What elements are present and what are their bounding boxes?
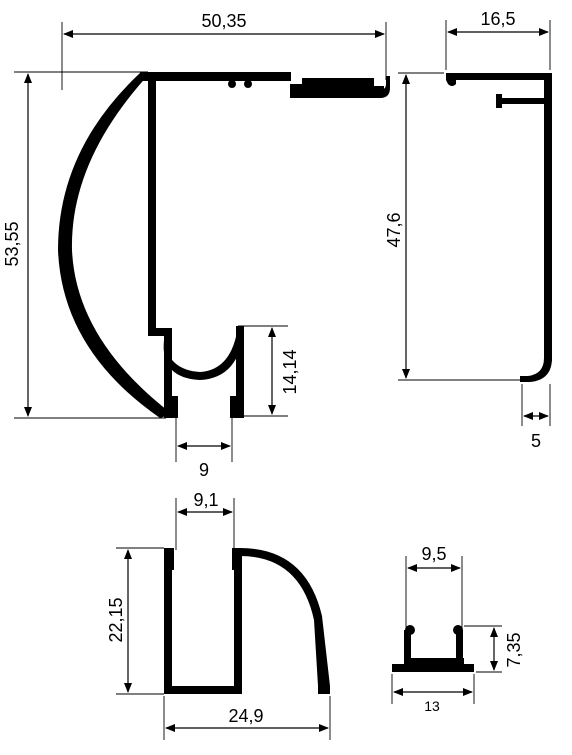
- large-profile-shell: [58, 73, 172, 418]
- large-profile-right-lip: [290, 76, 390, 98]
- large-profile-bead-2: [244, 80, 252, 88]
- large-profile-top-flange-main: [140, 72, 291, 81]
- end-profile-ledge-hook: [496, 94, 502, 108]
- large-profile-channel-right: [236, 326, 244, 418]
- small-channel-right-leg: [456, 630, 463, 666]
- small-channel-height-label: 7,35: [504, 632, 524, 667]
- small-channel-left-bead: [405, 625, 415, 635]
- end-profile-width-label: 16,5: [480, 9, 515, 29]
- end-profile-top: [446, 73, 552, 86]
- end-profile: [446, 73, 552, 382]
- large-profile-channel-bulb: [163, 326, 244, 380]
- small-channel-dimensions: 9,5 7,35 13: [391, 544, 524, 714]
- end-profile-back: [544, 73, 552, 361]
- large-profile: [58, 72, 390, 418]
- small-channel-base-width-label: 13: [424, 698, 440, 714]
- quarter-profile: [164, 548, 330, 694]
- large-profile-channel-right-foot: [230, 396, 244, 418]
- quarter-profile-base: [164, 686, 242, 694]
- large-profile-height-label: 53,55: [2, 221, 22, 266]
- large-profile-dimensions: 50,35 53,55 14,14 9: [2, 11, 387, 480]
- end-profile-dimensions: 16,5 47,6 5: [384, 9, 551, 451]
- end-profile-bottom-lip: [520, 358, 552, 382]
- quarter-profile-slot-width-label: 9,1: [193, 490, 218, 510]
- small-channel: [392, 625, 474, 672]
- large-profile-channel-width-label: 9: [199, 460, 209, 480]
- quarter-profile-dimensions: 9,1 22,15 24,9: [106, 490, 331, 740]
- quarter-profile-slot-lip-left: [168, 548, 174, 570]
- large-profile-channel-left-foot: [164, 396, 178, 418]
- quarter-profile-inner-wall: [234, 548, 242, 692]
- quarter-profile-arc: [240, 548, 330, 694]
- large-profile-bead-1: [228, 80, 236, 88]
- small-channel-floor: [404, 658, 464, 664]
- small-channel-left-leg: [404, 630, 411, 666]
- quarter-profile-height-label: 22,15: [106, 597, 126, 642]
- large-profile-channel-height-label: 14,14: [280, 349, 300, 394]
- large-profile-width-label: 50,35: [201, 11, 246, 31]
- small-channel-inner-width-label: 9,5: [421, 544, 446, 564]
- large-profile-channel-left: [164, 330, 172, 418]
- large-profile-spine: [148, 74, 156, 336]
- end-profile-lip-label: 5: [531, 431, 541, 451]
- quarter-profile-width-label: 24,9: [228, 706, 263, 726]
- quarter-profile-slot-lip-right: [232, 548, 238, 570]
- end-profile-height-label: 47,6: [384, 212, 404, 247]
- small-channel-right-bead: [453, 625, 463, 635]
- quarter-profile-left-wall: [164, 548, 172, 694]
- small-channel-base: [392, 664, 474, 672]
- end-profile-inner-ledge: [496, 98, 546, 104]
